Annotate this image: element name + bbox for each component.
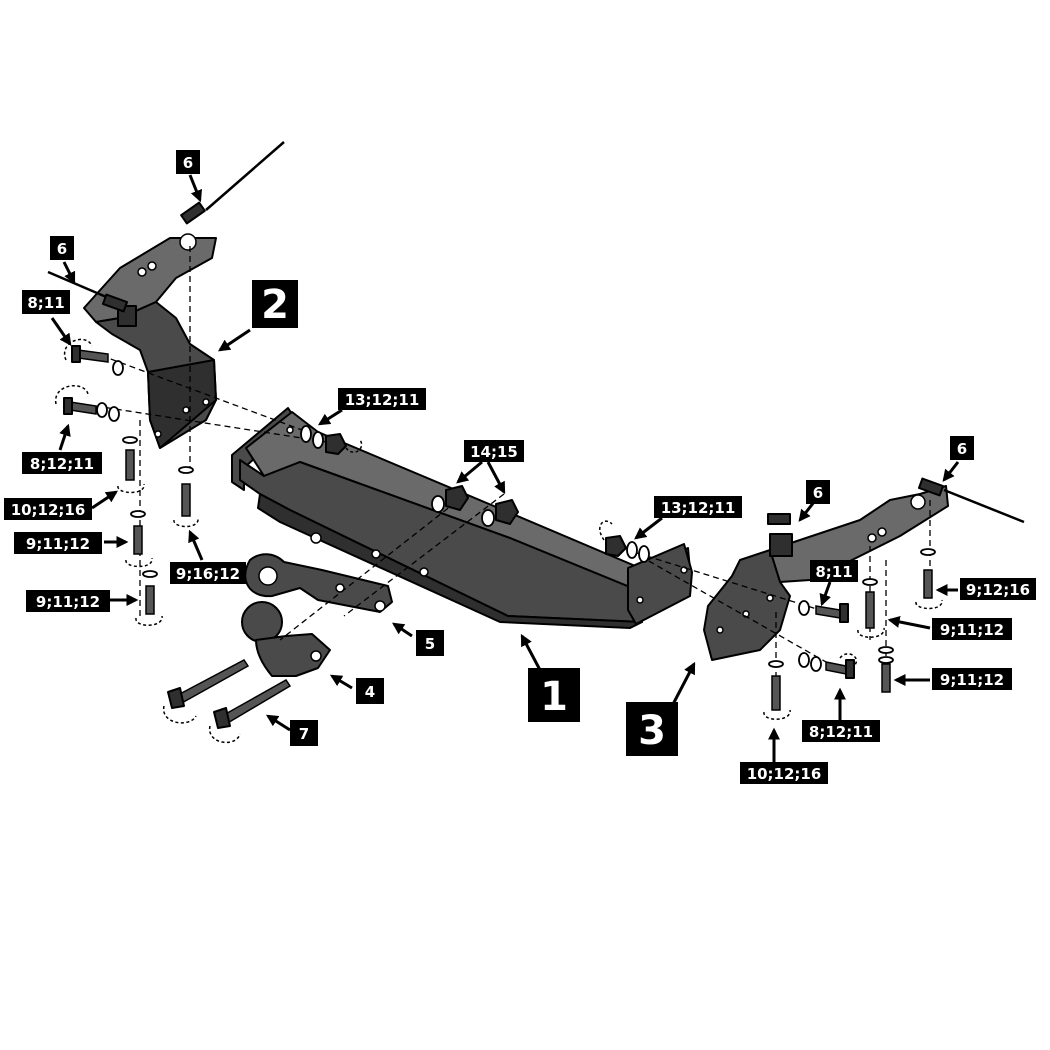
svg-text:7: 7	[299, 725, 309, 743]
callout-label-8-12-11-left: 8;12;11	[22, 452, 102, 474]
svg-text:14;15: 14;15	[470, 443, 518, 461]
bracket-right	[703, 485, 949, 661]
svg-text:8;11: 8;11	[815, 563, 852, 581]
svg-text:10;12;16: 10;12;16	[11, 501, 86, 519]
svg-text:6: 6	[813, 484, 823, 502]
callout-label-14-15: 14;15	[464, 440, 524, 462]
callout-label-1: 1	[528, 668, 580, 722]
callout-label-10-12-16-right: 10;12;16	[740, 762, 828, 784]
svg-text:6: 6	[183, 154, 193, 172]
callout-label-7: 7	[290, 720, 318, 746]
svg-text:9;11;12: 9;11;12	[26, 535, 90, 553]
callout-label-6-right-top: 6	[950, 436, 974, 460]
callout-label-4: 4	[356, 678, 384, 704]
hardware-left	[55, 338, 363, 626]
svg-text:2: 2	[261, 282, 289, 328]
callout-label-10-12-16-left: 10;12;16	[4, 498, 92, 520]
svg-text:13;12;11: 13;12;11	[345, 391, 420, 409]
hardware-right	[599, 520, 943, 720]
svg-text:6: 6	[57, 240, 67, 258]
svg-text:9;11;12: 9;11;12	[940, 621, 1004, 639]
callout-label-9-16-12: 9;16;12	[170, 562, 246, 584]
callout-label-6-top-left: 6	[176, 150, 200, 174]
main-crossbar	[231, 407, 693, 629]
alignment-lines	[91, 246, 931, 712]
callout-label-6-left: 6	[50, 236, 74, 260]
cable-ties	[47, 141, 1025, 525]
svg-text:8;12;11: 8;12;11	[809, 723, 873, 741]
callout-label-8-11-left: 8;11	[22, 290, 70, 314]
callout-label-13-12-11-right: 13;12;11	[654, 496, 742, 518]
svg-text:6: 6	[957, 440, 967, 458]
callout-label-9-12-16-right: 9;12;16	[960, 578, 1036, 600]
svg-text:4: 4	[365, 683, 375, 701]
callout-label-8-11-right: 8;11	[810, 560, 858, 582]
svg-text:13;12;11: 13;12;11	[661, 499, 736, 517]
svg-text:3: 3	[638, 708, 666, 754]
svg-text:8;12;11: 8;12;11	[30, 455, 94, 473]
callout-label-9-11-12-left-a: 9;11;12	[14, 532, 102, 554]
svg-text:1: 1	[540, 674, 568, 720]
svg-text:9;12;16: 9;12;16	[966, 581, 1030, 599]
svg-text:10;12;16: 10;12;16	[747, 765, 822, 783]
callout-label-9-11-12-right-a: 9;11;12	[932, 618, 1012, 640]
svg-text:9;11;12: 9;11;12	[36, 593, 100, 611]
callout-label-8-12-11-right: 8;12;11	[802, 720, 880, 742]
callout-label-3: 3	[626, 702, 678, 756]
callout-label-13-12-11-left: 13;12;11	[338, 388, 426, 410]
callout-label-2: 2	[252, 280, 298, 328]
callout-label-9-11-12-right-b: 9;11;12	[932, 668, 1012, 690]
svg-text:8;11: 8;11	[27, 294, 64, 312]
callout-label-5: 5	[416, 630, 444, 656]
callout-label-6-right: 6	[806, 480, 830, 504]
leader-arrows	[50, 174, 960, 762]
hardware-center	[431, 485, 519, 527]
socket-plate	[244, 553, 393, 613]
bracket-left	[83, 233, 217, 449]
svg-text:9;16;12: 9;16;12	[176, 565, 240, 583]
svg-text:5: 5	[425, 635, 435, 653]
long-bolts	[163, 659, 292, 744]
tow-ball	[241, 601, 331, 677]
callout-label-9-11-12-left-b: 9;11;12	[26, 590, 110, 612]
svg-text:9;11;12: 9;11;12	[940, 671, 1004, 689]
